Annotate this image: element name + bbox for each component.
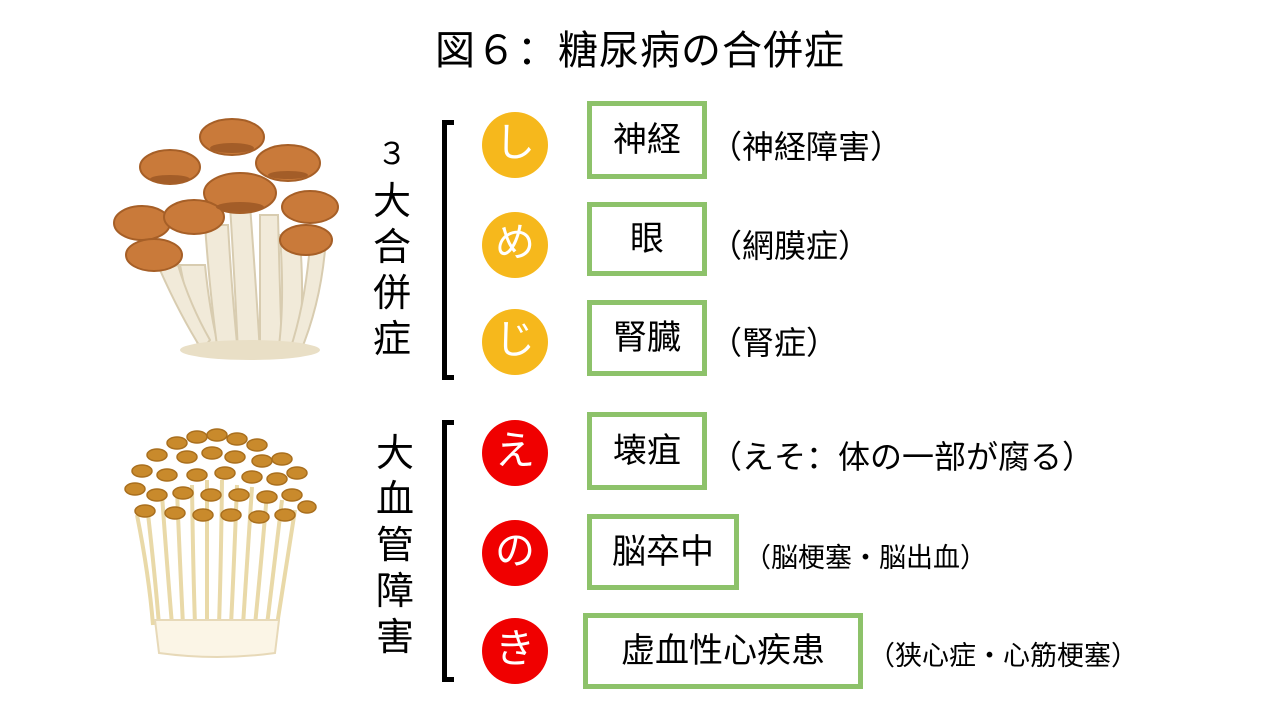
letter-circle-ji: じ — [482, 309, 548, 375]
group1-bracket — [442, 120, 454, 380]
note-gangrene: （えそ：体の一部が腐る） — [710, 438, 1095, 476]
note-stroke: （脳梗塞・脳出血） — [744, 543, 987, 574]
letter-circle-e: え — [482, 420, 548, 486]
enoki-mushroom-illustration — [124, 428, 317, 658]
term-box-stroke: 脳卒中 — [587, 514, 739, 590]
group2-bracket — [442, 420, 454, 682]
term-box-gangrene: 壊疽 — [587, 412, 707, 490]
note-nerve: （神経障害） — [710, 128, 903, 166]
shimeji-mushroom-illustration — [113, 118, 339, 360]
note-ischemic-heart-disease: （狭心症・心筋梗塞） — [868, 641, 1138, 672]
letter-circle-me: め — [482, 212, 548, 278]
page-title: 図６：糖尿病の合併症 — [435, 28, 845, 74]
group1-vertical-label: ３ 大 合 併 症 — [372, 137, 411, 361]
term-box-nerve: 神経 — [587, 101, 707, 179]
letter-circle-ki: き — [482, 618, 548, 684]
term-box-eye: 眼 — [587, 202, 707, 276]
letter-circle-no: の — [482, 520, 548, 586]
term-box-ischemic-heart-disease: 虚血性心疾患 — [583, 613, 863, 689]
note-eye: （網膜症） — [710, 227, 871, 265]
term-box-kidney: 腎臓 — [587, 300, 707, 376]
note-kidney: （腎症） — [710, 324, 839, 362]
letter-circle-shi: し — [482, 112, 548, 178]
group2-vertical-label: 大 血 管 障 害 — [375, 431, 414, 659]
